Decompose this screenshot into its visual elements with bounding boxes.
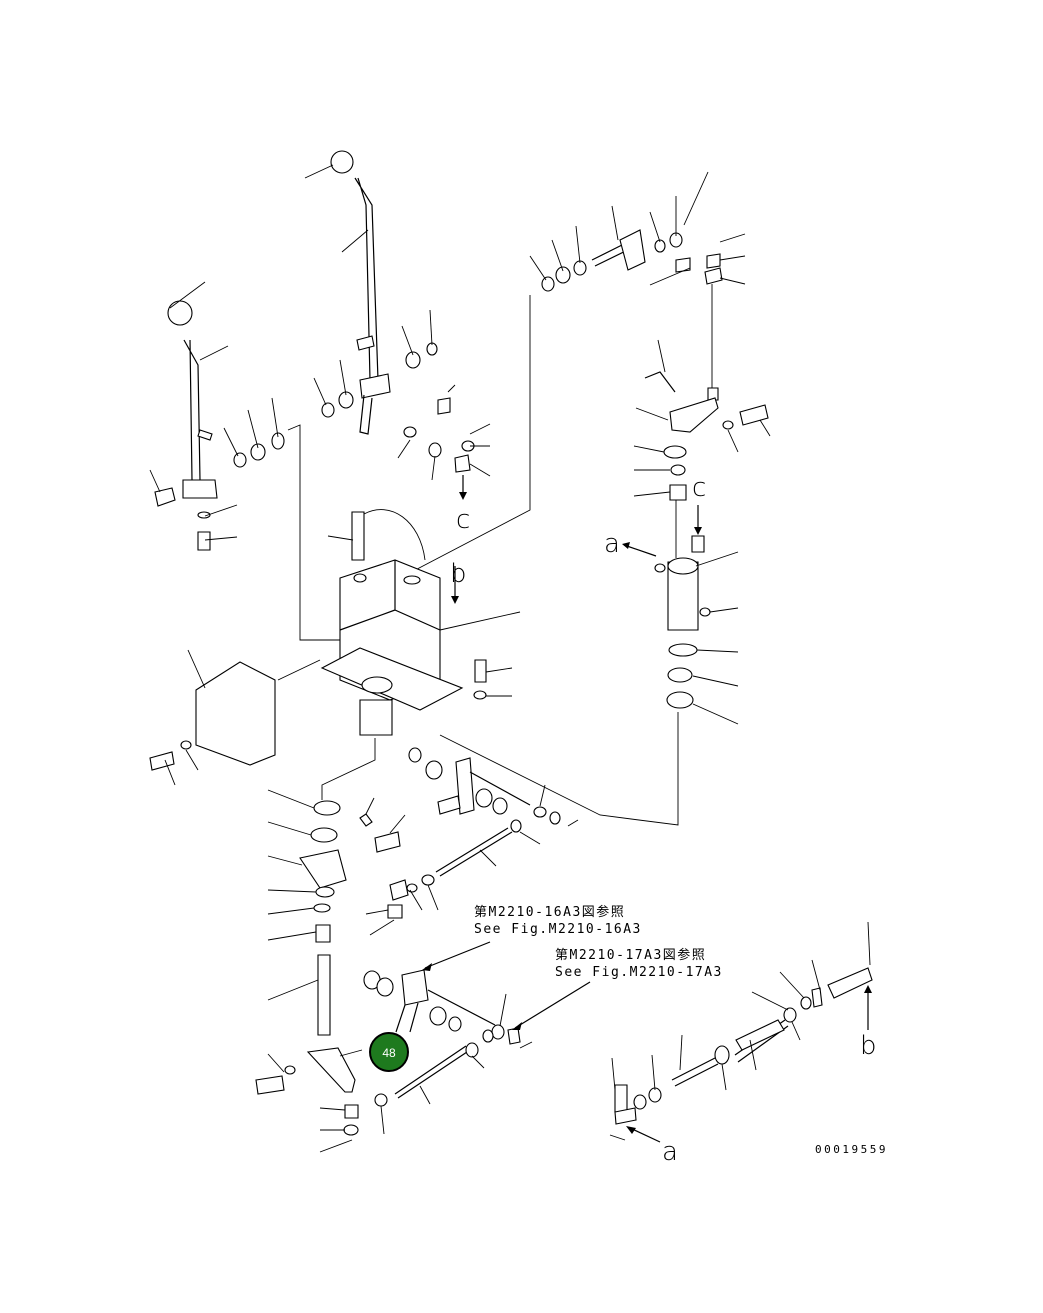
callout-badge-label: 48 (382, 1046, 396, 1060)
reference-1-jp: 第M2210-16A3図参照 (474, 904, 625, 920)
reference-1-en: See Fig.M2210-16A3 (474, 922, 642, 937)
marker-a-right: a (604, 529, 620, 559)
catalog-number: 00019559 (815, 1143, 888, 1156)
middle-rods (365, 747, 579, 936)
callout-badge-48[interactable]: 48 (369, 1032, 409, 1072)
left-lever-assembly (149, 281, 340, 641)
lower-right-assembly: b a (609, 921, 877, 1167)
lower-center-assembly (363, 941, 591, 1135)
reference-2-en: See Fig.M2210-17A3 (555, 965, 723, 980)
reference-2-jp: 第M2210-17A3図参照 (555, 947, 706, 963)
marker-b-upper: b (450, 559, 467, 589)
upper-right-shaft-assembly: c a (399, 171, 771, 826)
reference-note-2: 第M2210-17A3図参照 See Fig.M2210-17A3 (555, 947, 723, 980)
lower-left-stack (255, 789, 406, 1153)
center-lever-assembly: c (304, 150, 491, 535)
housing-assembly: b (149, 509, 521, 800)
reference-note-1: 第M2210-16A3図参照 See Fig.M2210-16A3 (474, 904, 642, 937)
marker-a-lower: a (662, 1137, 678, 1167)
marker-b-lower: b (860, 1031, 877, 1061)
marker-c-upper: c (456, 505, 470, 535)
marker-c-right: c (692, 473, 706, 503)
